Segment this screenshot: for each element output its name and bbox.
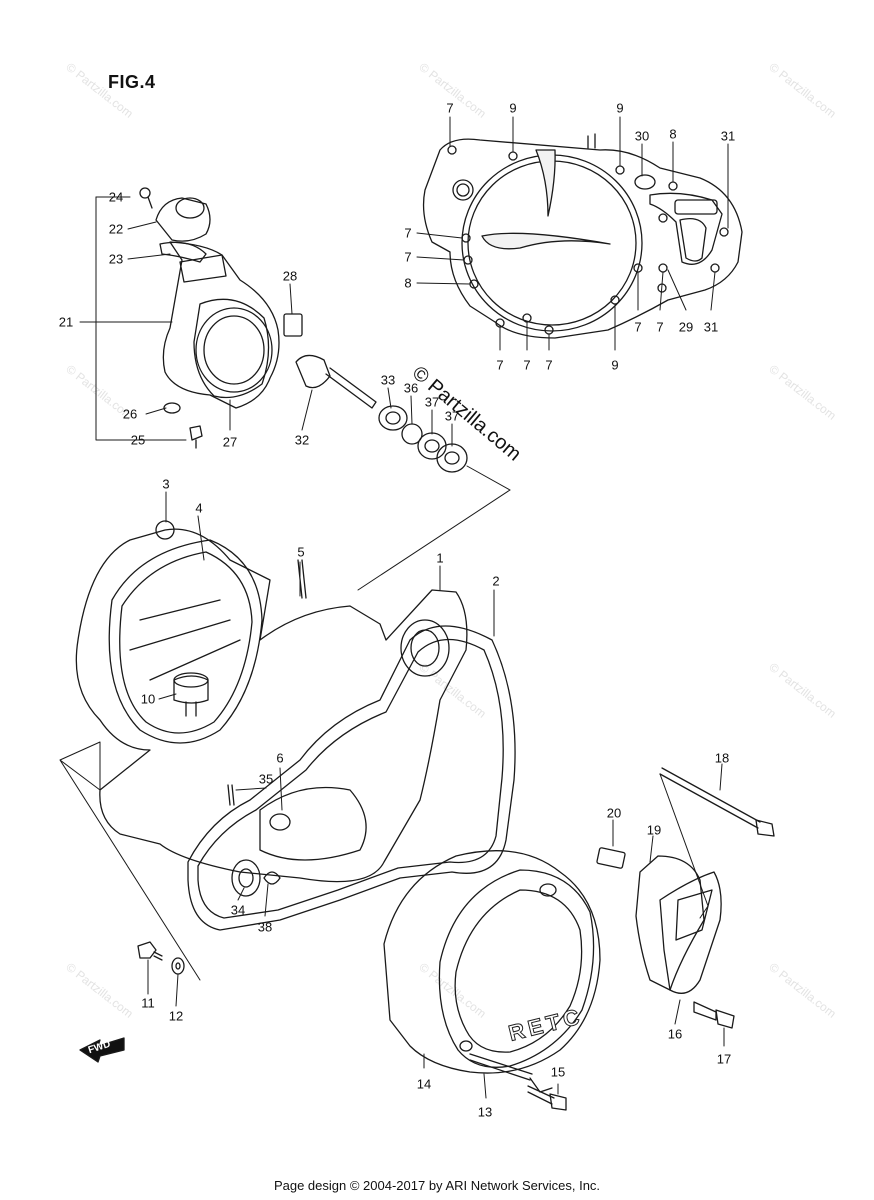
callout-2: 2 [492, 573, 500, 589]
callout-27: 27 [222, 434, 238, 450]
callout-23: 23 [108, 251, 124, 267]
callout-8: 8 [669, 126, 677, 142]
water-pump-leaders [79, 196, 511, 591]
chain-guide-leaders [612, 763, 725, 1047]
callout-14: 14 [416, 1076, 432, 1092]
callout-15: 15 [550, 1064, 566, 1080]
callout-24: 24 [108, 189, 124, 205]
callout-18: 18 [714, 750, 730, 766]
callout-7: 7 [404, 249, 412, 265]
callout-25: 25 [130, 432, 146, 448]
callout-9: 9 [611, 357, 619, 373]
callout-29: 29 [678, 319, 694, 335]
small-parts-drawing [137, 941, 185, 975]
callout-4: 4 [195, 500, 203, 516]
small-parts-leaders [147, 959, 179, 1007]
callout-5: 5 [297, 544, 305, 560]
callout-7: 7 [404, 225, 412, 241]
callout-9: 9 [616, 100, 624, 116]
callout-7: 7 [545, 357, 553, 373]
callout-13: 13 [477, 1104, 493, 1120]
callout-31-top: 31 [720, 128, 736, 144]
callout-9: 9 [509, 100, 517, 116]
clutch-cover-leaders [416, 116, 729, 351]
bolt-15-drawing [527, 1085, 567, 1111]
callout-35: 35 [258, 771, 274, 787]
callout-34: 34 [230, 902, 246, 918]
crankcase-cover-drawing [75, 520, 468, 897]
callout-37-left: 37 [424, 394, 440, 410]
crankcase-gasket-drawing [187, 625, 516, 931]
page-footer: Page design © 2004-2017 by ARI Network S… [273, 1178, 601, 1193]
magneto-cover-drawing [383, 850, 601, 1093]
clutch-cover-drawing [422, 133, 743, 339]
callout-12: 12 [168, 1008, 184, 1024]
magneto-leaders [423, 1053, 559, 1099]
callout-32: 32 [294, 432, 310, 448]
callout-36: 36 [403, 380, 419, 396]
figure-title: FIG.4 [108, 72, 156, 92]
callout-30: 30 [634, 128, 650, 144]
callout-6: 6 [276, 750, 284, 766]
callout-7: 7 [496, 357, 504, 373]
crankcase-leaders [59, 491, 495, 981]
callout-1: 1 [436, 550, 444, 566]
callout-31-bottom: 31 [703, 319, 719, 335]
callout-20: 20 [606, 805, 622, 821]
callout-33: 33 [380, 372, 396, 388]
callout-22: 22 [108, 221, 124, 237]
callout-7: 7 [446, 100, 454, 116]
water-pump-drawing [139, 187, 468, 473]
callout-21: 21 [58, 314, 74, 330]
callout-26: 26 [122, 406, 138, 422]
callout-11: 11 [141, 995, 155, 1011]
fwd-arrow-icon [79, 1037, 125, 1063]
callout-7: 7 [656, 319, 664, 335]
callout-28: 28 [282, 268, 298, 284]
callout-16: 16 [667, 1026, 683, 1042]
callout-7: 7 [523, 357, 531, 373]
callout-38: 38 [257, 919, 273, 935]
callout-19: 19 [646, 822, 662, 838]
callout-17: 17 [716, 1051, 732, 1067]
callout-3: 3 [162, 476, 170, 492]
callout-8: 8 [404, 275, 412, 291]
callout-7: 7 [634, 319, 642, 335]
callout-10: 10 [140, 691, 156, 707]
callout-37-right: 37 [444, 408, 460, 424]
chain-guide-drawing [596, 767, 775, 1029]
